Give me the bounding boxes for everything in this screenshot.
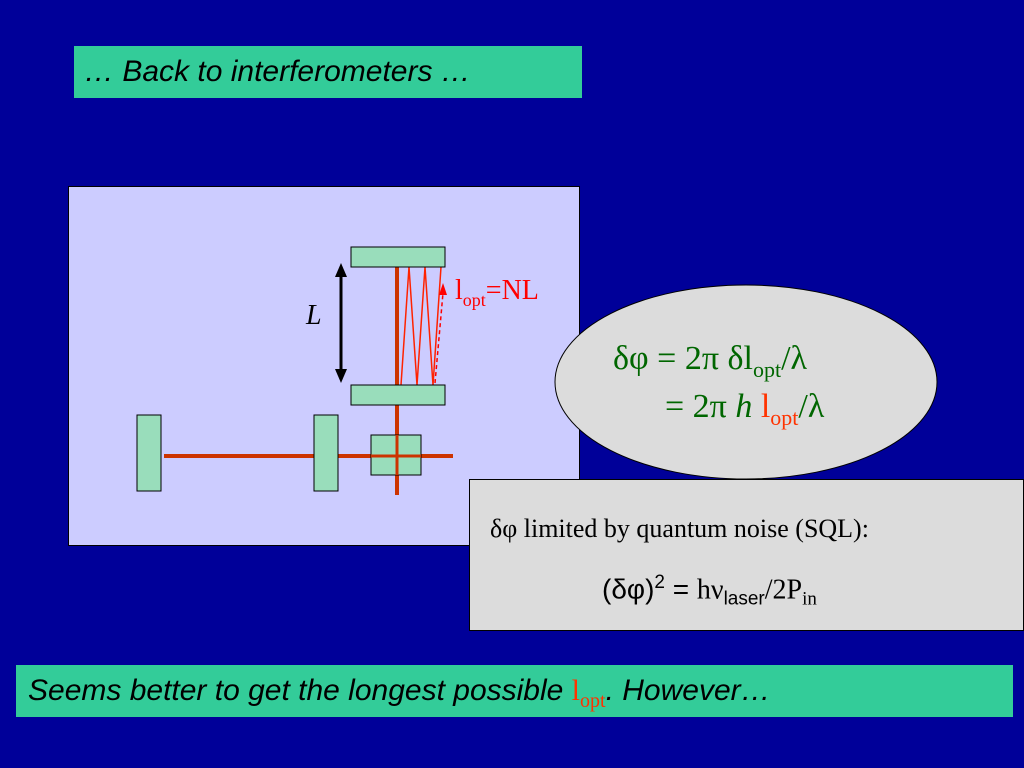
- phase-equation-line-2: = 2π h lopt/λ: [665, 388, 825, 430]
- opt-path-dashed-arrow: [434, 292, 444, 384]
- top-mirror: [350, 246, 446, 268]
- interferometer-diagram: L lopt=NL: [68, 186, 580, 546]
- phase-equation-ellipse: δφ = 2π δlopt/λ = 2π h lopt/λ: [553, 282, 939, 482]
- multi-bounce-path: [400, 266, 442, 386]
- left-end-mirror: [136, 414, 162, 492]
- lower-cavity-mirror: [350, 384, 446, 406]
- slide-title: … Back to interferometers …: [74, 46, 582, 98]
- sql-box: δφ limited by quantum noise (SQL): (δφ)2…: [469, 479, 1024, 631]
- conclusion-box: Seems better to get the longest possible…: [16, 665, 1013, 717]
- interferometer-svg: [136, 246, 453, 495]
- sql-formula: (δφ)2 = hνlaser/2Pin: [602, 572, 817, 610]
- phase-equation-line-1: δφ = 2π δlopt/λ: [613, 340, 808, 382]
- length-arrowhead-bottom: [335, 369, 347, 383]
- opt-path-arrowhead: [439, 283, 447, 295]
- sql-statement: δφ limited by quantum noise (SQL):: [490, 514, 869, 543]
- length-label: L: [306, 300, 322, 331]
- optical-path-label: lopt=NL: [455, 275, 539, 310]
- middle-mirror: [313, 414, 339, 492]
- length-arrowhead-top: [335, 263, 347, 277]
